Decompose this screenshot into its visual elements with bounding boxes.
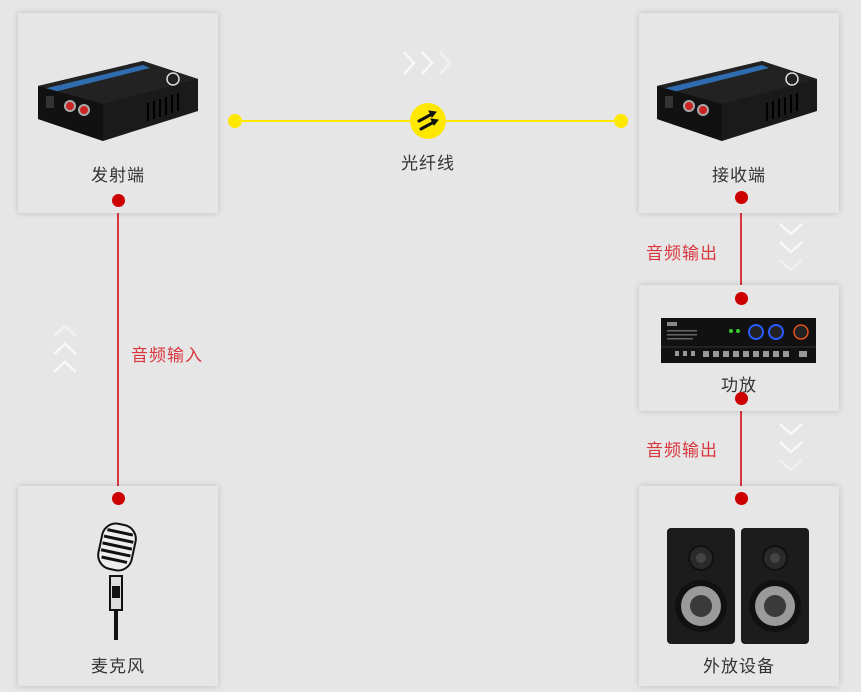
fiber-label: 光纤线 — [401, 154, 455, 174]
audio-input-label: 音频输入 — [131, 346, 203, 366]
chevron-right-icon — [403, 51, 452, 75]
amplifier-label: 功放 — [721, 376, 757, 396]
audio-input-line — [117, 200, 119, 498]
amplifier-input-dot — [735, 292, 748, 305]
speakers-icon — [667, 528, 809, 644]
audio-output-line-2 — [740, 398, 742, 498]
fiber-endpoint-right — [614, 114, 628, 128]
microphone-icon — [97, 522, 137, 640]
microphone-audio-dot — [112, 492, 125, 505]
speakers-input-dot — [735, 492, 748, 505]
amplifier-output-dot — [735, 392, 748, 405]
chevron-down-icon — [779, 223, 803, 272]
transmitter-card[interactable]: 发射端 — [18, 13, 218, 213]
fiber-transceiver-icon — [38, 61, 198, 141]
microphone-card[interactable]: 麦克风 — [18, 486, 218, 686]
chevron-up-icon — [53, 324, 77, 373]
fiber-badge — [410, 103, 446, 139]
amplifier-icon — [661, 318, 816, 363]
receiver-card[interactable]: 接收端 — [639, 13, 839, 213]
bidirectional-arrows-icon — [417, 110, 439, 131]
transmitter-label: 发射端 — [91, 166, 145, 186]
fiber-endpoint-left — [228, 114, 242, 128]
receiver-audio-dot — [735, 191, 748, 204]
audio-output-line-1 — [740, 197, 742, 298]
speakers-label: 外放设备 — [703, 657, 775, 677]
fiber-transceiver-icon — [657, 61, 817, 141]
audio-output-label-1: 音频输出 — [646, 244, 718, 264]
speakers-card[interactable]: 外放设备 — [639, 486, 839, 686]
audio-output-label-2: 音频输出 — [646, 441, 718, 461]
receiver-label: 接收端 — [712, 166, 766, 186]
amplifier-card[interactable]: 功放 — [639, 285, 839, 411]
transmitter-audio-dot — [112, 194, 125, 207]
chevron-down-icon — [779, 423, 803, 472]
microphone-label: 麦克风 — [91, 657, 145, 677]
